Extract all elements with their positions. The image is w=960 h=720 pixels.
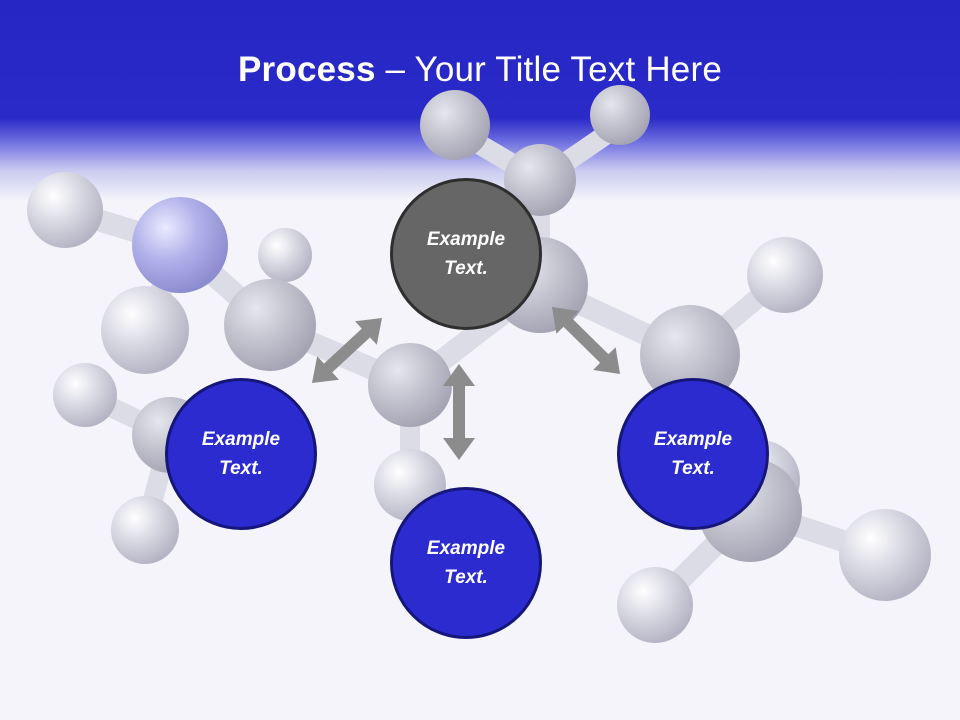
atom [111,496,179,564]
title-bold: Process [238,50,376,89]
right-node-line1: Example [653,429,733,450]
title-rest: – Your Title Text Here [375,50,722,89]
bottom-node-line2: Text. [444,567,488,588]
atom [224,279,316,371]
atom [504,144,576,216]
atom [132,197,228,293]
center-node-line2: Text. [444,258,488,279]
right-node-line2: Text. [671,458,715,479]
atom [617,567,693,643]
bottom-node-line1: Example [426,538,506,559]
atom [747,237,823,313]
double-arrow-center [443,364,475,460]
header-band [0,0,960,200]
left-node-line2: Text. [219,458,263,479]
atom [839,509,931,601]
atom [27,172,103,248]
slide-title: Process – Your Title Text Here [0,50,960,90]
double-arrow-left [312,318,382,383]
atom [640,305,740,405]
atom [368,343,452,427]
center-node-line1: Example [426,229,506,250]
atom [420,90,490,160]
left-node-line1: Example [201,429,281,450]
atom [53,363,117,427]
atom [258,228,312,282]
double-arrow-right [552,307,620,374]
atom [590,85,650,145]
atom [101,286,189,374]
